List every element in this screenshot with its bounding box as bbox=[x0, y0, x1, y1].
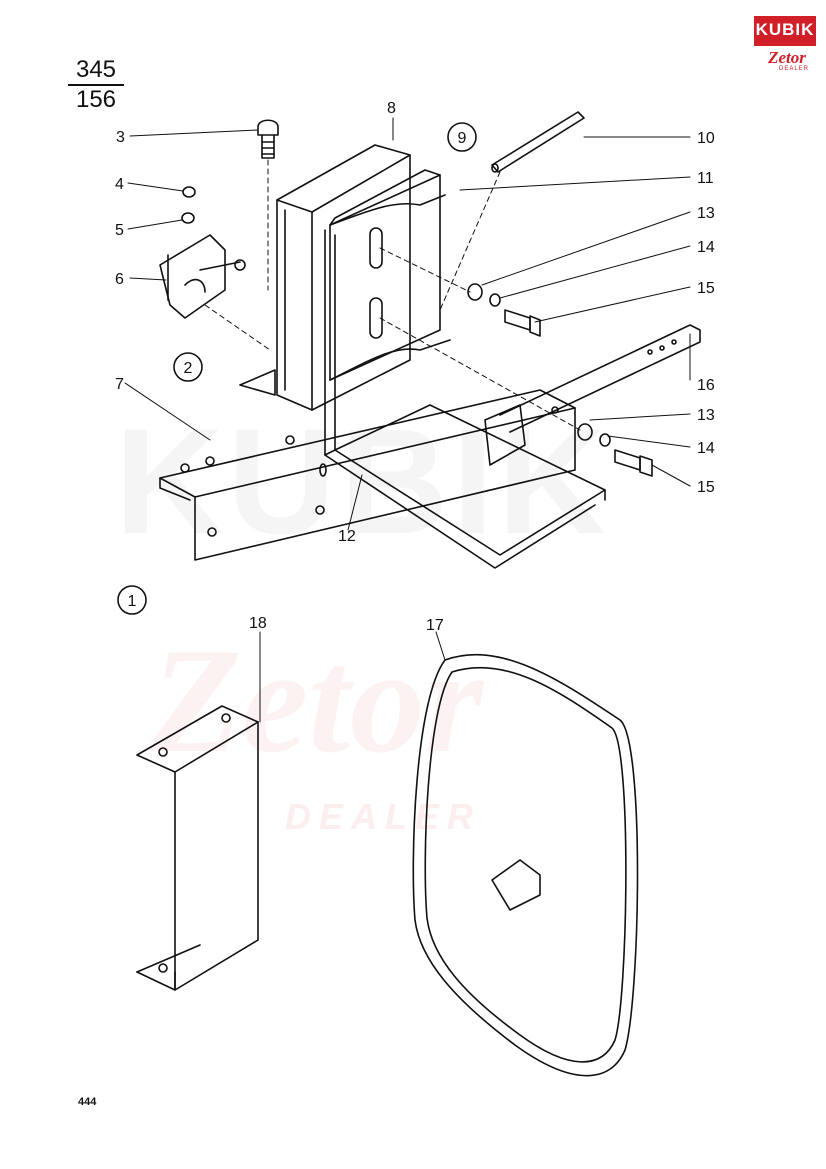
circle-1 bbox=[117, 585, 147, 615]
assembly-lines bbox=[204, 159, 581, 431]
circled-label-2: 2 bbox=[184, 360, 193, 377]
part-6-clamp bbox=[159, 234, 246, 319]
part-label-13b: 13 bbox=[697, 407, 715, 424]
part-18-bracket bbox=[136, 705, 259, 991]
part-label-4: 4 bbox=[115, 176, 124, 193]
page-code: 345 156 bbox=[68, 56, 124, 114]
part-label-3: 3 bbox=[116, 129, 125, 146]
logo-sub: Zetor bbox=[768, 48, 806, 67]
circled-label-1: 1 bbox=[128, 593, 137, 610]
part-3-bolt bbox=[257, 119, 279, 159]
part-8-channel bbox=[239, 144, 411, 411]
leader-lines bbox=[124, 117, 691, 723]
page-code-top: 345 bbox=[75, 56, 117, 83]
fasteners-upper bbox=[467, 283, 541, 337]
logo-brand: KUBIK bbox=[755, 20, 815, 39]
part-label-14a: 14 bbox=[697, 239, 715, 256]
part-label-17: 17 bbox=[426, 617, 444, 634]
part-7-angle-bracket bbox=[159, 389, 576, 561]
part-label-10: 10 bbox=[697, 130, 715, 147]
part-17-mirror bbox=[412, 653, 639, 1077]
fasteners-lower bbox=[577, 423, 653, 477]
part-label-16: 16 bbox=[697, 377, 715, 394]
part-label-5: 5 bbox=[115, 222, 124, 239]
part-4-screw bbox=[182, 186, 196, 198]
part-label-15a: 15 bbox=[697, 280, 715, 297]
logo-dealer: DEALER bbox=[778, 66, 809, 72]
part-label-8: 8 bbox=[387, 100, 396, 117]
page-number: 444 bbox=[78, 1096, 97, 1108]
circled-label-9: 9 bbox=[458, 130, 467, 147]
part-label-7: 7 bbox=[115, 376, 124, 393]
part-label-13a: 13 bbox=[697, 205, 715, 222]
kubik-zetor-logo: KUBIK Zetor DEALER bbox=[754, 16, 816, 74]
part-12-u-frame bbox=[319, 229, 606, 569]
circle-9 bbox=[447, 122, 477, 152]
circle-2 bbox=[173, 352, 203, 382]
part-11-slotted-bracket bbox=[329, 169, 451, 381]
part-16-strap bbox=[484, 324, 701, 466]
part-label-6: 6 bbox=[115, 271, 124, 288]
part-label-18: 18 bbox=[249, 615, 267, 632]
part-5-washer bbox=[181, 212, 195, 224]
part-label-14b: 14 bbox=[697, 440, 715, 457]
part-10-rod bbox=[491, 111, 585, 173]
part-label-12: 12 bbox=[338, 528, 356, 545]
part-label-15b: 15 bbox=[697, 479, 715, 496]
part-label-11: 11 bbox=[697, 170, 714, 187]
page-code-bottom: 156 bbox=[68, 84, 124, 114]
logo-box bbox=[754, 16, 816, 46]
